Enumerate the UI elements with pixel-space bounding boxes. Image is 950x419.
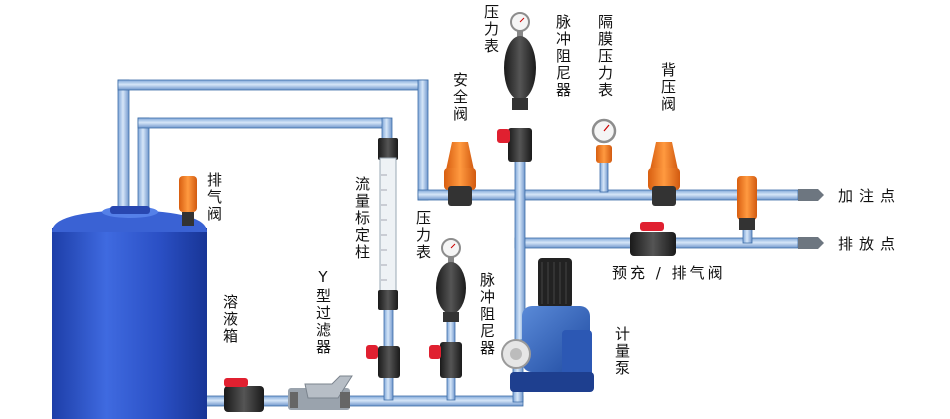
label-exhaust-valve: 排气阀 bbox=[205, 172, 223, 223]
pulse-damper-mid bbox=[429, 238, 466, 378]
label-back-pressure-valve: 背压阀 bbox=[659, 62, 677, 113]
solution-tank bbox=[52, 206, 207, 419]
safety-valve bbox=[444, 142, 476, 206]
label-metering-pump: 计量泵 bbox=[613, 326, 631, 377]
outlet-exhaust-valve bbox=[737, 176, 757, 230]
label-diaphragm-gauge: 隔膜压力表 bbox=[596, 14, 614, 99]
label-tank: 溶液箱 bbox=[221, 294, 239, 345]
flow-calibration-column bbox=[366, 138, 400, 378]
label-pulse-damper-top: 脉冲阻尼器 bbox=[554, 14, 572, 99]
label-pulse-damper-mid: 脉冲阻尼器 bbox=[478, 272, 496, 357]
label-drain-point: 排放点 bbox=[838, 235, 902, 253]
label-y-filter: Y型过滤器 bbox=[314, 268, 332, 356]
label-injection-point: 加注点 bbox=[838, 187, 902, 205]
pulse-damper-top bbox=[497, 12, 536, 162]
label-flow-column: 流量标定柱 bbox=[353, 176, 371, 261]
y-filter bbox=[288, 375, 353, 410]
prime-exhaust-ball-valve bbox=[630, 222, 676, 256]
end-nozzles bbox=[798, 189, 824, 249]
label-pressure-gauge-top: 压力表 bbox=[482, 4, 500, 55]
exhaust-valve-on-tank bbox=[179, 176, 197, 226]
label-pressure-gauge-mid: 压力表 bbox=[414, 210, 432, 261]
metering-pump bbox=[501, 258, 594, 392]
label-prime-exhaust-valve: 预充 / 排气阀 bbox=[612, 264, 726, 282]
label-safety-valve: 安全阀 bbox=[451, 72, 469, 123]
back-pressure-valve bbox=[648, 142, 680, 206]
diaphragm-pressure-gauge bbox=[591, 118, 617, 163]
suction-ball-valve bbox=[224, 378, 264, 412]
